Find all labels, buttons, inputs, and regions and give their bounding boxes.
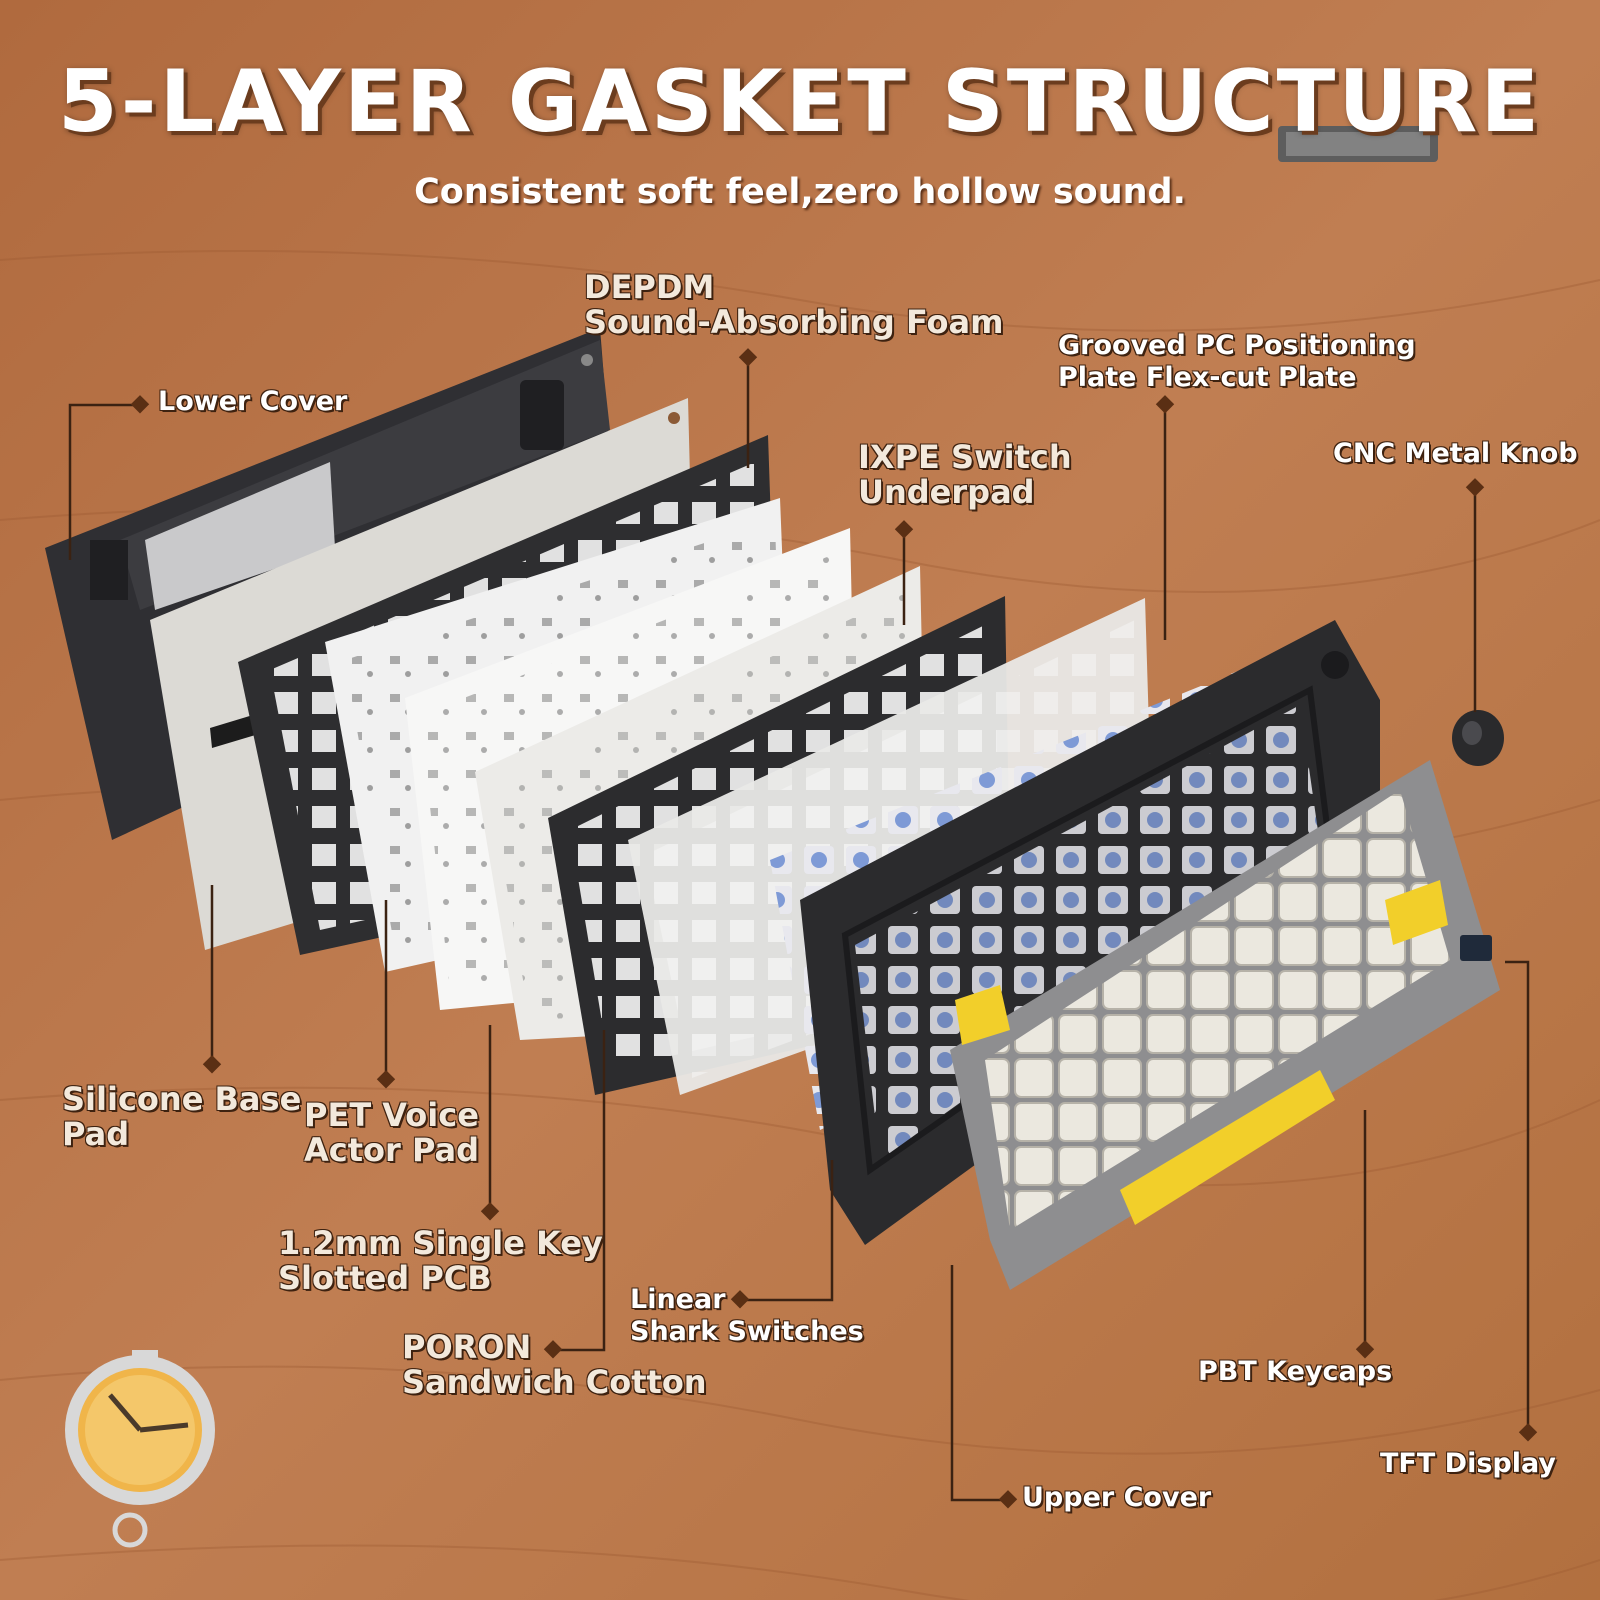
- label-pcb-line2: Slotted PCB: [278, 1259, 492, 1297]
- callout-leader-lines: [68, 358, 1530, 1502]
- label-pet-line1: PET Voice: [304, 1096, 479, 1134]
- label-poron-line2: Sandwich Cotton: [402, 1363, 707, 1401]
- label-slotted-pcb: 1.2mm Single Key Slotted PCB: [278, 1226, 603, 1296]
- label-lower-cover-text: Lower Cover: [158, 386, 348, 417]
- label-depdm-line2: Sound-Absorbing Foam: [584, 303, 1004, 341]
- label-upper-cover: Upper Cover: [1022, 1482, 1211, 1514]
- label-knob-text: CNC Metal Knob: [1333, 438, 1578, 469]
- label-linear-switches: Linear Shark Switches: [630, 1284, 864, 1348]
- label-tft-display: TFT Display: [1380, 1448, 1556, 1480]
- label-depdm-line1: DEPDM: [584, 268, 715, 306]
- label-depdm-foam: DEPDM Sound-Absorbing Foam: [584, 270, 1003, 340]
- label-upper-cover-text: Upper Cover: [1022, 1482, 1212, 1513]
- label-silicone-line2: Pad: [62, 1115, 130, 1153]
- keyboard-thumbnail-icon: [1278, 126, 1438, 162]
- label-cnc-knob: CNC Metal Knob: [1333, 438, 1578, 470]
- metal-knob-icon: [1452, 710, 1504, 766]
- label-silicone-line1: Silicone Base: [62, 1080, 302, 1118]
- label-pet-line2: Actor Pad: [304, 1131, 480, 1169]
- callout-markers: [130, 348, 1538, 1509]
- label-pet-voice-actor-pad: PET Voice Actor Pad: [304, 1098, 479, 1168]
- label-linear-line1: Linear: [630, 1284, 726, 1315]
- label-pcb-line1: 1.2mm Single Key: [278, 1224, 603, 1262]
- page-title: 5-LAYER GASKET STRUCTURE: [57, 52, 1543, 152]
- label-linear-line2: Shark Switches: [630, 1316, 864, 1347]
- label-ixpe-underpad: IXPE Switch Underpad: [858, 440, 1072, 510]
- label-ixpe-line1: IXPE Switch: [858, 438, 1072, 476]
- label-silicone-base-pad: Silicone Base Pad: [62, 1082, 301, 1152]
- label-poron-cotton: PORON Sandwich Cotton: [402, 1330, 707, 1400]
- label-pbt-text: PBT Keycaps: [1198, 1356, 1393, 1387]
- label-grooved-line1: Grooved PC Positioning: [1058, 330, 1416, 361]
- page-subtitle: Consistent soft feel,zero hollow sound.: [414, 172, 1186, 212]
- label-lower-cover: Lower Cover: [158, 386, 347, 418]
- label-ixpe-line2: Underpad: [858, 473, 1035, 511]
- label-pbt-keycaps: PBT Keycaps: [1198, 1356, 1392, 1388]
- label-grooved-line2: Plate Flex-cut Plate: [1058, 362, 1357, 393]
- label-poron-line1: PORON: [402, 1328, 532, 1366]
- label-grooved-pc-plate: Grooved PC Positioning Plate Flex-cut Pl…: [1058, 330, 1416, 394]
- compass-icon: [65, 1350, 215, 1548]
- pbt-keycaps-layer: [950, 760, 1500, 1290]
- label-tft-text: TFT Display: [1380, 1448, 1556, 1479]
